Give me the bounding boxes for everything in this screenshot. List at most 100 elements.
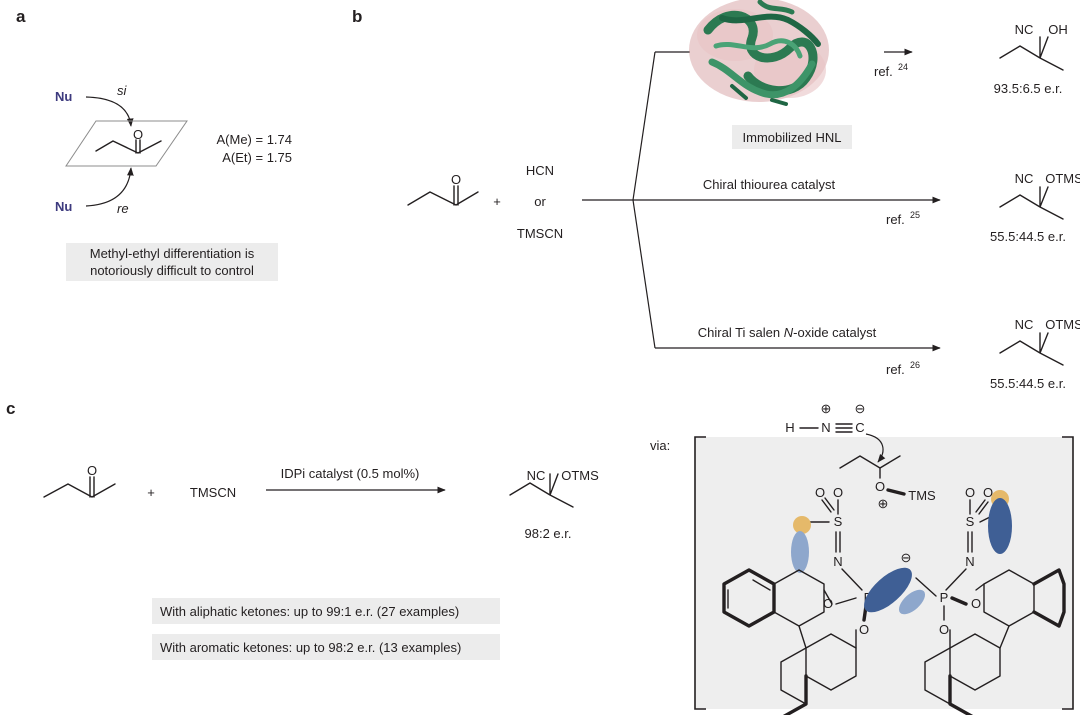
route2-catalyst: Chiral thiourea catalyst [703,177,836,192]
svg-text:⊖: ⊖ [901,550,912,565]
note-box [66,243,278,281]
nucleophile-bottom-label: Nu [55,199,72,214]
route1-er: 93.5:6.5 e.r. [994,81,1063,96]
plus-sign-b: + [493,194,501,209]
nucleophile-top-label: Nu [55,89,72,104]
carbonyl-oxygen-b: O [451,172,461,187]
butanone-skeleton-b [407,191,479,206]
carbonyl-double-bond-b [453,185,459,206]
carbonyl-double-bond-a [135,139,141,154]
idpi-er: 98:2 e.r. [525,526,572,541]
carbonyl-double-bond-c [89,476,95,498]
svg-text:S: S [966,514,975,529]
ts-oxocarbenium-plus: ⊕ [878,496,889,511]
a-value-ethyl: A(Et) = 1.75 [222,150,292,165]
cyanide-attack-arrow [865,433,886,463]
scope-box-aromatic [152,634,500,660]
svg-text:⊖: ⊖ [855,401,866,416]
panel-label-c: c [6,399,15,418]
hcn-reagent: H N ⊕ C ⊖ [785,401,865,435]
left-shield-lobe [791,531,809,573]
idpi-catalyst-label: IDPi catalyst (0.5 mol%) [281,466,420,481]
svg-text:O: O [815,485,825,500]
right-shield-lobe [988,498,1012,554]
route2-ref-text: ref. [886,212,905,227]
idpi-product-structure [509,473,574,508]
svg-text:⊕: ⊕ [821,401,832,416]
panel-label-b: b [352,7,362,26]
svg-text:C: C [855,420,864,435]
left-sulfonyl-sphere [793,516,811,534]
re-face-label: re [117,201,129,216]
svg-text:H: H [785,420,794,435]
hnl-label-box [732,125,852,149]
right-binaphthyl-frame [924,568,1066,715]
svg-text:N: N [965,554,974,569]
scope-aliphatic: With aliphatic ketones: up to 99:1 e.r. … [160,604,459,619]
via-label: via: [650,438,670,453]
route3-product-structure [999,332,1064,366]
ts-o-tms-bond [886,488,906,496]
svg-text:P: P [940,590,949,605]
re-attack-arrow [85,167,134,207]
center-shield-lobe-dark [864,567,912,613]
svg-text:O: O [983,485,993,500]
reagent-tmscn-c: TMSCN [190,485,236,500]
butanone-skeleton-a [95,140,162,154]
route1-catalyst: Immobilized HNL [743,130,842,145]
center-shield-lobe-light [898,589,926,615]
carbonyl-oxygen-a: O [133,127,143,142]
plus-sign-c: + [147,485,155,500]
svg-text:O: O [859,622,869,637]
route3-product-otms: OTMS [1045,317,1080,332]
svg-text:N: N [821,420,830,435]
idpi-product-nitrile: NC [527,468,546,483]
si-face-label: si [117,83,128,98]
route2-product-otms: OTMS [1045,171,1080,186]
ts-substrate-oxygen: O [875,479,885,494]
transition-state-box [695,437,1073,709]
route3-product-nitrile: NC [1015,317,1034,332]
svg-text:O: O [965,485,975,500]
svg-text:O: O [833,485,843,500]
panel-label-a: a [16,7,26,26]
route1-product-nitrile: NC [1015,22,1034,37]
idpi-product-otms: OTMS [561,468,599,483]
si-attack-arrow [85,96,134,127]
route1-ref-number: 24 [898,62,908,72]
butanone-skeleton-c [43,483,116,498]
route2-product-structure [999,186,1064,220]
ts-substrate-skeleton [839,455,901,469]
route3-catalyst: Chiral Ti salen N-oxide catalyst [698,325,877,340]
svg-text:S: S [834,514,843,529]
reagent-tmscn-b: TMSCN [517,226,563,241]
note-line-2: notoriously difficult to control [90,263,254,278]
scope-box-aliphatic [152,598,500,624]
immobilized-hnl-protein-image [689,0,829,106]
prochiral-plane [65,120,188,167]
svg-text:O: O [971,596,981,611]
route3-ref-text: ref. [886,362,905,377]
route2-ref-number: 25 [910,210,920,220]
ts-tms-label: TMS [908,488,936,503]
route2-product-nitrile: NC [1015,171,1034,186]
carbonyl-oxygen-c: O [87,463,97,478]
route1-ref-text: ref. [874,64,893,79]
ts-bracket-left [694,436,706,710]
reagent-hcn: HCN [526,163,554,178]
svg-text:O: O [823,596,833,611]
route2-er: 55.5:44.5 e.r. [990,229,1066,244]
svg-text:N: N [833,554,842,569]
left-binaphthyl-frame [722,568,857,715]
route1-product-structure [999,36,1064,71]
svg-text:O: O [939,622,949,637]
route1-product-hydroxyl: OH [1048,22,1068,37]
ts-bracket-right [1062,436,1074,710]
route3-ref-number: 26 [910,360,920,370]
route3-er: 55.5:44.5 e.r. [990,376,1066,391]
scope-aromatic: With aromatic ketones: up to 98:2 e.r. (… [160,640,461,655]
reagent-or: or [534,194,546,209]
note-line-1: Methyl-ethyl differentiation is [90,246,255,261]
a-value-methyl: A(Me) = 1.74 [216,132,292,147]
